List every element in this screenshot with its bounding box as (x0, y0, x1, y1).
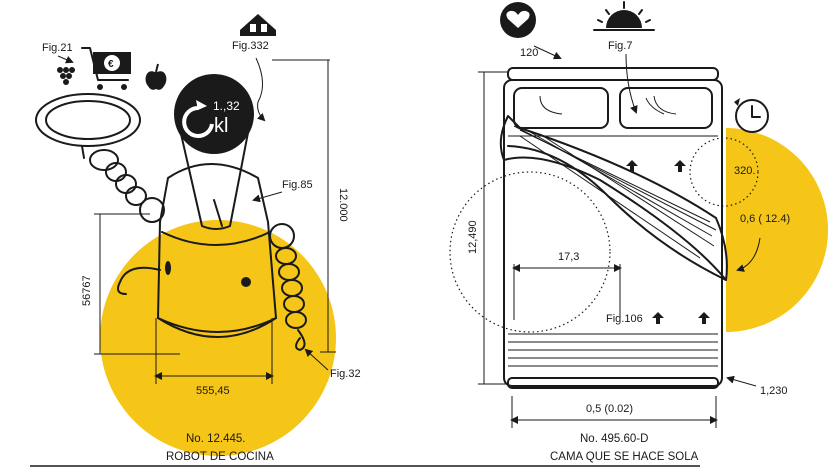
bed-figure: 17,3 12,490 0,5 (0.02) 120 Fig.7 320. 0,… (449, 1, 828, 463)
heart-icon (500, 2, 536, 38)
robot-left-arm (89, 149, 165, 223)
label-fig7: Fig.7 (608, 40, 632, 52)
dim-left-label: 56767 (81, 275, 93, 306)
bed-callouts: 120 Fig.7 320. 0,6 ( 12.4) Fig.106 1,230 (520, 40, 790, 397)
robot-neck (175, 111, 253, 230)
bed-pillows (513, 87, 713, 129)
bed-blanket (499, 115, 728, 281)
dim-height-label: 12.000 (337, 188, 349, 222)
sunrise-icon (593, 1, 655, 31)
robot-callouts: Fig.21 Fig.332 Fig.85 Fig.32 (42, 40, 361, 380)
robot-right-arm (269, 223, 307, 351)
bed-dotted-circle-large (449, 171, 611, 333)
label-1230: 1,230 (760, 385, 788, 397)
bed-caption-title: CAMA QUE SE HACE SOLA (550, 451, 699, 463)
bed-accent-circle (726, 128, 828, 332)
robot-dim-height: 12.000 (272, 59, 349, 353)
label-120: 120 (520, 47, 538, 59)
bed-dotted-circle-small (689, 137, 759, 207)
bed-caption-number: No. 495.60-D (580, 433, 648, 445)
dim-width-label: 555,45 (196, 385, 230, 397)
robot-body (117, 163, 277, 338)
grapes-icon (57, 67, 75, 85)
apple-icon (145, 63, 167, 90)
clock-icon (734, 98, 769, 133)
bed-dim-height: 12,490 (467, 71, 508, 385)
label-fig85: Fig.85 (282, 179, 313, 191)
dim-height-label-bed: 12,490 (467, 220, 479, 254)
house-icon (240, 14, 276, 36)
svg-text:€: € (108, 59, 114, 70)
robot-figure: € (35, 14, 361, 463)
dim-bottom-label: 0,5 (0.02) (586, 403, 633, 415)
bed-arrows (626, 160, 710, 324)
label-320: 320. (734, 165, 755, 177)
bed-frame (503, 67, 723, 389)
label-fig32: Fig.32 (330, 368, 361, 380)
label-06: 0,6 ( 12.4) (740, 213, 790, 225)
dim-inner-label: 17,3 (558, 251, 579, 263)
label-fig106: Fig.106 (606, 313, 643, 325)
robot-display: 1.,32 kl (174, 74, 254, 154)
label-fig332: Fig.332 (232, 40, 269, 52)
shopping-cart-euro-icon: € (81, 47, 131, 90)
display-big-text: kl (214, 115, 228, 137)
bed-dim-bottom: 0,5 (0.02) (510, 396, 718, 428)
display-small-text: 1.,32 (213, 99, 240, 113)
label-fig21: Fig.21 (42, 42, 73, 54)
robot-caption-number: No. 12.445. (186, 433, 245, 445)
bed-dim-inner: 17,3 (512, 251, 622, 320)
robot-tray (35, 93, 141, 159)
robot-dim-width: 555,45 (154, 318, 274, 397)
robot-dim-left: 56767 (81, 213, 180, 355)
robot-caption-title: ROBOT DE COCINA (166, 451, 274, 463)
